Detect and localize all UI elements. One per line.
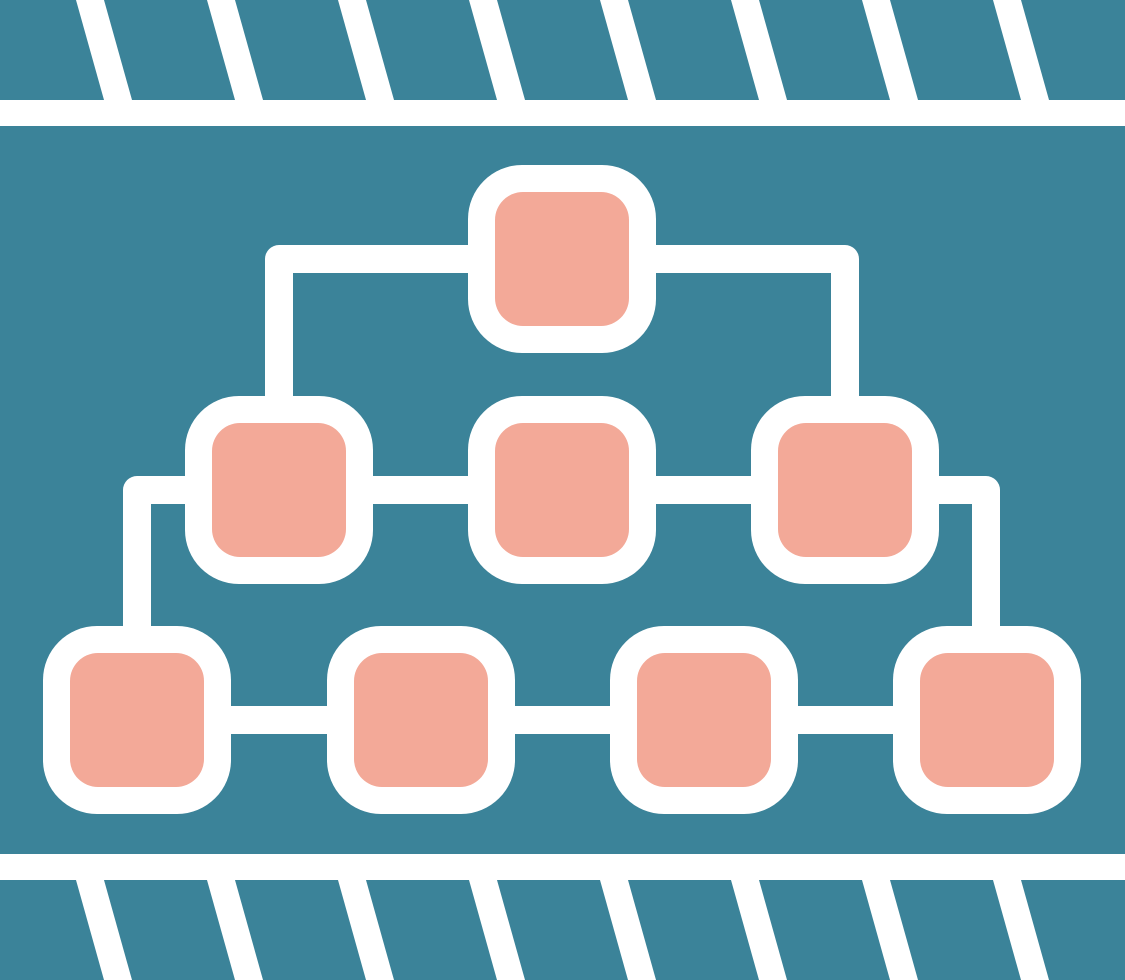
nodes — [43, 165, 1081, 814]
node-level-3-3 — [610, 626, 798, 814]
bottom-stripe-4 — [469, 880, 525, 980]
top-stripe-1 — [76, 0, 132, 100]
top-band — [0, 0, 1125, 100]
connector-root-right — [645, 245, 859, 410]
bottom-band — [0, 880, 1125, 980]
node-fill — [212, 423, 346, 557]
bottom-stripe-2 — [207, 880, 263, 980]
node-fill — [354, 653, 488, 787]
node-fill — [495, 423, 629, 557]
top-stripe-7 — [862, 0, 918, 100]
node-fill — [920, 653, 1054, 787]
connector-root-left — [265, 245, 480, 410]
node-level-3-2 — [327, 626, 515, 814]
bottom-stripe-7 — [862, 880, 918, 980]
connectors — [123, 245, 1000, 734]
top-stripe-2 — [207, 0, 263, 100]
connector-l2-right-down — [925, 476, 1000, 640]
node-fill — [70, 653, 204, 787]
top-stripe-4 — [469, 0, 525, 100]
bottom-stripe-band — [76, 880, 1049, 980]
top-stripe-band — [76, 0, 1049, 100]
node-level-2-1 — [185, 396, 373, 584]
bottom-stripe-5 — [600, 880, 656, 980]
node-fill — [495, 192, 629, 326]
node-level-2-2 — [468, 396, 656, 584]
top-stripe-5 — [600, 0, 656, 100]
node-level-3-4 — [893, 626, 1081, 814]
connector-l2-left-down — [123, 476, 198, 640]
node-level-1-1 — [468, 165, 656, 353]
node-level-2-3 — [751, 396, 939, 584]
bottom-stripe-6 — [731, 880, 787, 980]
node-fill — [637, 653, 771, 787]
node-level-3-1 — [43, 626, 231, 814]
node-fill — [778, 423, 912, 557]
top-stripe-8 — [993, 0, 1049, 100]
bottom-stripe-3 — [338, 880, 394, 980]
bottom-stripe-8 — [993, 880, 1049, 980]
top-stripe-6 — [731, 0, 787, 100]
bottom-stripe-1 — [76, 880, 132, 980]
top-stripe-3 — [338, 0, 394, 100]
